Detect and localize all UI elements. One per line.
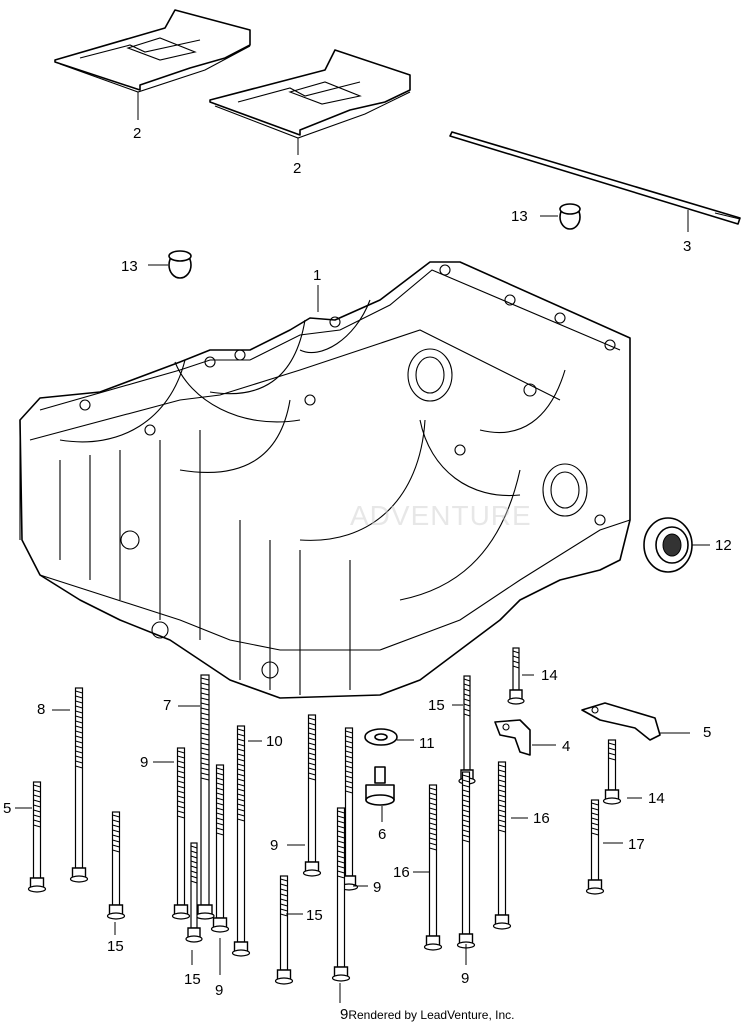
callout-9b: 9: [270, 837, 278, 854]
wire-clamp: [581, 702, 661, 741]
callout-4: 4: [562, 738, 570, 755]
bolt-14: [507, 647, 525, 705]
callout-1: 1: [313, 267, 321, 284]
callout-14b: 14: [648, 790, 665, 807]
callout-15d: 15: [184, 971, 201, 988]
bolt-2: [27, 781, 47, 893]
bolt-4: [171, 747, 191, 920]
bolt-1: [69, 687, 89, 883]
callout-9e: 9: [461, 970, 469, 987]
callout-9d: 9: [215, 982, 223, 999]
callout-16b: 16: [393, 864, 410, 881]
bolt-18: [602, 739, 622, 805]
bolt-16: [456, 771, 476, 949]
callout-17: 17: [628, 836, 645, 853]
callout-10: 10: [266, 733, 283, 750]
callout-5b: 5: [3, 800, 11, 817]
watermark-text: ADVENTURE: [350, 500, 532, 531]
callout-15c: 15: [107, 938, 124, 955]
callout-16a: 16: [533, 810, 550, 827]
callout-12: 12: [715, 537, 732, 554]
bolt-17: [492, 761, 512, 930]
bolt-9: [302, 714, 322, 877]
dowel-pin-upper: [559, 203, 581, 230]
bolts: [27, 647, 622, 985]
bolt-13: [458, 675, 476, 785]
footer-text: Rendered by LeadVenture, Inc.: [348, 1008, 515, 1022]
callout-14a: 14: [541, 667, 558, 684]
bolt-19: [585, 799, 605, 895]
callout-9c: 9: [373, 879, 381, 896]
footer-callout: 9: [340, 1006, 349, 1023]
bolt-10: [339, 727, 359, 891]
cover-plate-left: [54, 9, 251, 93]
bolt-15: [423, 784, 443, 951]
callout-3: 3: [683, 238, 691, 255]
callout-15a: 15: [428, 697, 445, 714]
footer-credit: 9Rendered by LeadVenture, Inc.: [340, 1006, 514, 1023]
dowel-pin-left: [168, 250, 192, 279]
callout-15b: 15: [306, 907, 323, 924]
callout-5a: 5: [703, 724, 711, 741]
callout-13b: 13: [121, 258, 138, 275]
crankcase: [19, 261, 631, 699]
flange-nut: [365, 766, 395, 806]
oil-seal: [643, 517, 693, 573]
bolt-7: [210, 764, 230, 933]
callout-13a: 13: [511, 208, 528, 225]
bolt-5: [195, 674, 215, 920]
callout-8: 8: [37, 701, 45, 718]
callout-7: 7: [163, 697, 171, 714]
bolt-6: [185, 842, 203, 943]
bolt-3: [106, 811, 126, 920]
callout-9a: 9: [140, 754, 148, 771]
sealing-washer: [364, 728, 398, 746]
bolt-8: [231, 725, 251, 957]
callout-labels: 2 2 3 13 13 1 12 14 15 5 8 7 10 9 11 4 1…: [3, 125, 732, 999]
oil-rod: [449, 131, 741, 225]
callout-11: 11: [419, 735, 435, 752]
bolt-12: [331, 807, 351, 982]
cable-clamp: [494, 719, 531, 756]
cover-plate-right: [209, 49, 411, 139]
callout-6: 6: [378, 826, 386, 843]
bolt-11: [274, 875, 294, 985]
callout-2b: 2: [293, 160, 301, 177]
callout-2a: 2: [133, 125, 141, 142]
